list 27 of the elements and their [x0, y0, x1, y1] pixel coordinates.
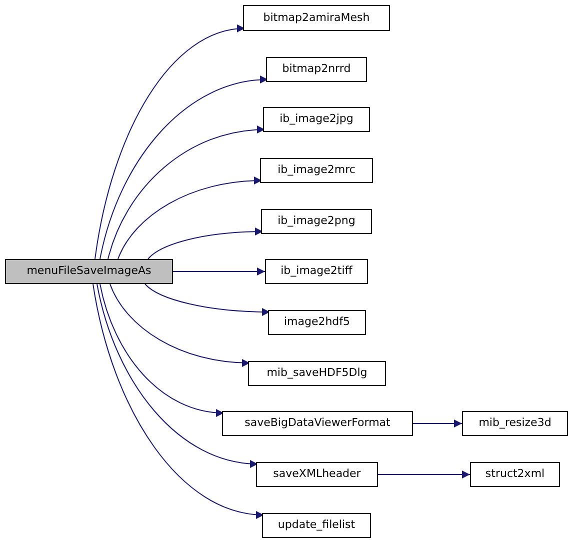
function-box: image2hdf5 [268, 310, 366, 335]
function-box: ib_image2png [261, 209, 372, 234]
arrow [108, 126, 266, 260]
arrow [96, 284, 258, 468]
arrow [144, 284, 270, 316]
arrow [94, 25, 246, 260]
function-box: saveBigDataViewerFormat [222, 411, 413, 436]
arrow [172, 268, 266, 276]
function-box: struct2xml [470, 462, 560, 487]
arrow [92, 284, 264, 518]
arrow [110, 284, 250, 367]
function-box: ib_image2jpg [263, 107, 370, 132]
function-box: update_filelist [262, 513, 371, 538]
arrow [100, 284, 224, 416]
function-box: mib_saveHDF5Dlg [248, 361, 386, 386]
function-box: ib_image2mrc [260, 158, 373, 183]
function-box: mib_resize3d [462, 411, 568, 436]
function-box: saveXMLheader [256, 462, 378, 487]
function-box: menuFileSaveImageAs [5, 259, 173, 284]
arrow [100, 76, 268, 260]
arrow [148, 228, 264, 260]
arrow [378, 470, 470, 478]
arrow [118, 176, 262, 260]
function-box: ib_image2tiff [265, 259, 368, 284]
arrow [412, 420, 462, 428]
function-box: bitmap2amiraMesh [243, 5, 390, 31]
function-box: bitmap2nrrd [266, 57, 367, 82]
